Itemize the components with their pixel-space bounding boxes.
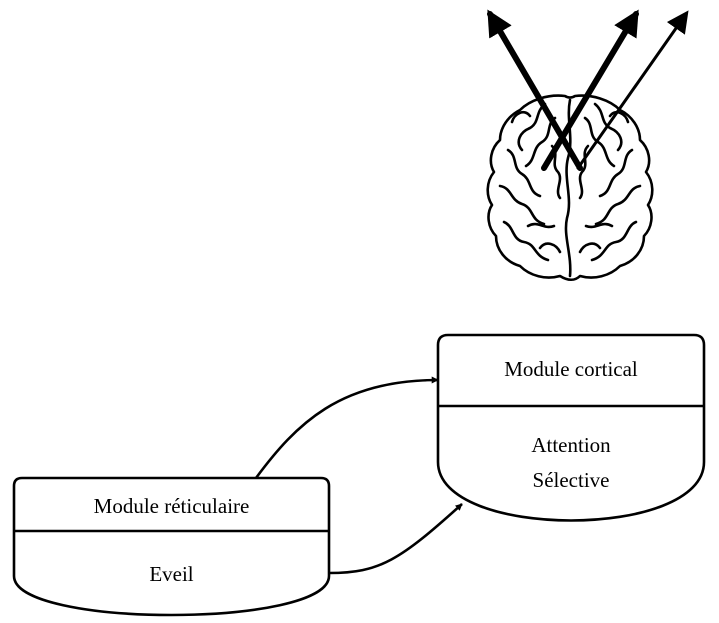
reticular-module-body: Eveil bbox=[149, 562, 194, 586]
cortical-module-title: Module cortical bbox=[504, 357, 638, 381]
arrow-right bbox=[576, 10, 689, 170]
crossing-arrows-icon bbox=[487, 9, 689, 171]
cortical-module bbox=[436, 333, 706, 522]
reticular-module bbox=[12, 476, 331, 617]
arrow-eveil-to-attention bbox=[328, 503, 463, 575]
cortical-module-body-line2: Sélective bbox=[532, 468, 610, 492]
connection-arrows bbox=[254, 376, 463, 575]
reticular-module-title: Module réticulaire bbox=[93, 494, 250, 518]
arrow-left bbox=[487, 9, 583, 171]
arrow-middle bbox=[541, 9, 639, 171]
cortical-module-body-line1: Attention bbox=[531, 433, 611, 457]
arrow-reticular-to-cortical-title bbox=[254, 376, 439, 479]
